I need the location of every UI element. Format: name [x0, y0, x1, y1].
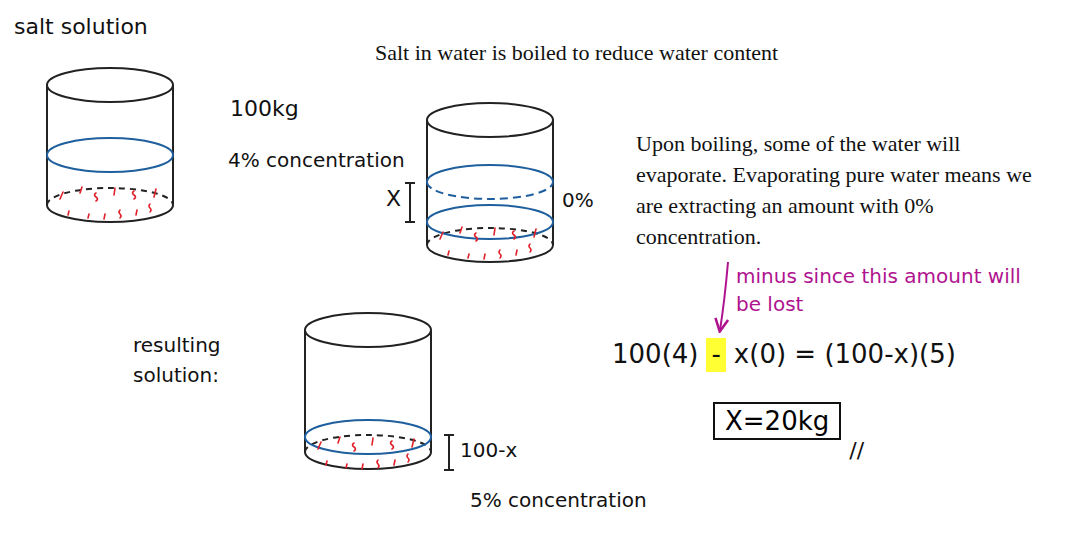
beaker: [47, 68, 173, 222]
answer-text: X=20kg: [725, 406, 829, 436]
variable-label: X: [386, 186, 401, 212]
minus-sign: -: [706, 338, 725, 372]
title-text: Salt in water is boiled to reduce water …: [375, 40, 778, 66]
bracket: [405, 183, 415, 222]
beaker: [427, 103, 553, 262]
equation-row: 100(4)-x(0) = (100-x)(5): [612, 338, 956, 372]
bracket: [444, 435, 454, 470]
concentration-label: 4% concentration: [228, 148, 405, 172]
beaker: [305, 313, 431, 469]
equation-term: 100(4): [612, 338, 698, 372]
concentration-label: 0%: [562, 188, 594, 212]
mass-label: 100kg: [230, 96, 299, 122]
equation-term: x(0) = (100-x)(5): [734, 338, 956, 372]
end-mark: //: [849, 438, 864, 464]
concentration-label: 5% concentration: [470, 488, 647, 512]
figure-label: salt solution: [14, 14, 148, 40]
figure-label: resulting solution:: [133, 330, 258, 390]
explanation-text: Upon boiling, some of the water will eva…: [636, 128, 1056, 252]
answer-box: X=20kg: [713, 402, 841, 440]
pointer-arrow: [720, 262, 728, 330]
annotation-note: minus since this amount will be lost: [736, 262, 1046, 318]
dimension-label: 100-x: [460, 438, 517, 462]
